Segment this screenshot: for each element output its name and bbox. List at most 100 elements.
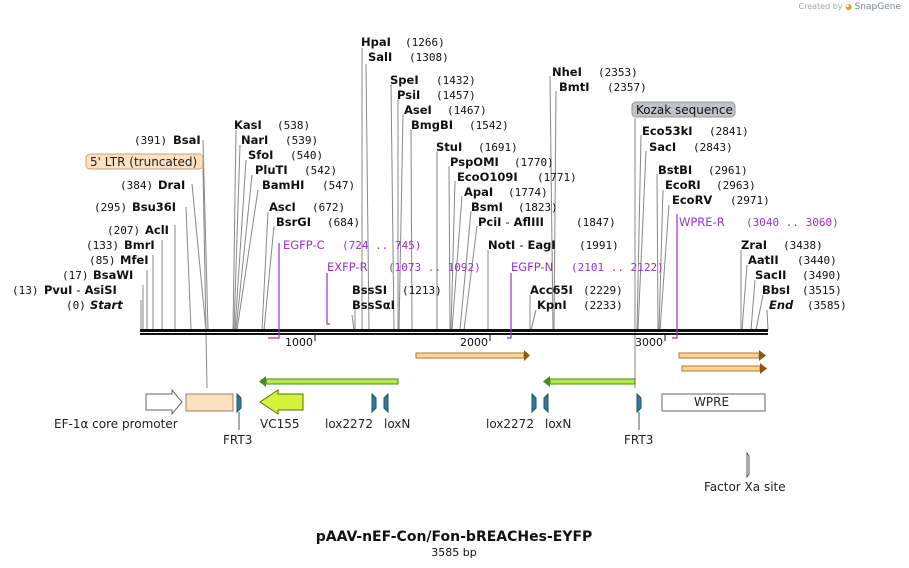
enzyme-pos: (3585)	[807, 299, 847, 312]
enzyme-pos: (207)	[107, 224, 140, 237]
feature-label-lox2272: lox2272	[486, 417, 534, 431]
enzyme-pos: (2843)	[693, 141, 733, 154]
enzyme-pos: (540)	[290, 149, 323, 162]
enzyme-label-eco53ki: Eco53kI	[642, 124, 693, 138]
orange-arrow-right	[415, 350, 530, 361]
enzyme-leader-lines	[140, 48, 769, 389]
enzyme-pos: (2233)	[583, 299, 623, 312]
enzyme-label-bsawi: BsaWI	[93, 268, 133, 282]
wpre-label: WPRE	[694, 395, 729, 409]
vc155-arrow-icon	[259, 389, 304, 415]
wpre-box	[661, 393, 766, 412]
enzyme-label-sali: SalI	[368, 50, 392, 64]
enzyme-pos: (547)	[322, 179, 355, 192]
primer-range: (3040 .. 3060)	[746, 216, 839, 229]
enzyme-label-saci: SacI	[649, 140, 676, 154]
enzyme-pos: (539)	[285, 134, 318, 147]
promoter-arrow-icon	[145, 388, 183, 416]
primer-range: (1073 .. 1092)	[388, 261, 481, 274]
orange-arrow-right	[681, 363, 767, 374]
enzyme-pos: (1691)	[478, 141, 518, 154]
enzyme-label-noti-eagi: NotI - EagI	[488, 238, 556, 252]
enzyme-pos: (2961)	[708, 164, 748, 177]
enzyme-pos: (295)	[94, 201, 127, 214]
enzyme-label-bbsi: BbsI	[762, 283, 790, 297]
enzyme-pos: (684)	[327, 216, 360, 229]
primer-range: (724 .. 745)	[342, 239, 421, 252]
enzyme-pos: (2229)	[583, 284, 623, 297]
enzyme-pos: (1266)	[405, 36, 445, 49]
page-subtitle: 3585 bp	[431, 546, 476, 559]
enzyme-pos: (538)	[277, 119, 310, 132]
enzyme-label-pcii-afliii: PciI - AflIII	[478, 215, 544, 229]
enzyme-label-aatii: AatII	[748, 253, 779, 267]
enzyme-label-pvui-asisi: PvuI - AsiSI	[44, 283, 117, 297]
primer-label-exfp-r: EXFP-R	[327, 260, 368, 274]
feature-label-ef1a: EF-1α core promoter	[54, 417, 178, 431]
enzyme-label-bamhi: BamHI	[262, 178, 304, 192]
orange-arrow-right	[678, 350, 766, 361]
enzyme-label-psii: PsiI	[397, 88, 420, 102]
enzyme-label-bsmi: BsmI	[471, 200, 503, 214]
green-arrow-left	[259, 376, 399, 387]
enzyme-labels: (0) Start (13) PvuI - AsiSI (17) BsaWI (…	[12, 35, 847, 312]
enzyme-label-bmgbi: BmgBI	[411, 118, 453, 132]
enzyme-label-spei: SpeI	[390, 73, 419, 87]
primer-label-egfp-c: EGFP-C	[283, 238, 325, 252]
ruler-tick-2000: 2000	[460, 336, 488, 349]
enzyme-pos: (0)	[66, 299, 86, 312]
enzyme-pos: (2963)	[716, 179, 756, 192]
enzyme-label-nari: NarI	[241, 133, 268, 147]
enzyme-pos: (2353)	[598, 66, 638, 79]
enzyme-label-pluti: PluTI	[255, 163, 288, 177]
boxed-labels: 5' LTR (truncated) Kozak sequence	[85, 101, 736, 170]
page-title: pAAV-nEF-Con/Fon-bREACHes-EYFP	[316, 529, 593, 545]
enzyme-label-ecorv: EcoRV	[672, 193, 712, 207]
frt3-icon	[636, 392, 642, 414]
kozak-label: Kozak sequence	[636, 103, 733, 117]
feature-label-lox2272: lox2272	[325, 417, 373, 431]
factor-xa-icon	[746, 451, 750, 479]
enzyme-label-bmri: BmrI	[124, 238, 155, 252]
green-arrow-left	[543, 376, 636, 387]
enzyme-pos: (1823)	[518, 201, 558, 214]
enzyme-label-bsssai: BssSαI	[352, 298, 395, 312]
backbone	[140, 329, 768, 335]
loxn-icon	[383, 392, 389, 414]
enzyme-label-kasi: KasI	[234, 118, 262, 132]
ruler-tick-1000: 1000	[285, 336, 313, 349]
enzyme-label-start: Start	[90, 298, 123, 312]
enzyme-pos: (1213)	[402, 284, 442, 297]
enzyme-pos: (1432)	[436, 74, 476, 87]
enzyme-pos: (391)	[134, 134, 167, 147]
enzyme-pos: (85)	[89, 254, 116, 267]
enzyme-pos: (1991)	[579, 239, 619, 252]
primer-label-egfp-n: EGFP-N	[511, 260, 553, 274]
enzyme-pos: (2357)	[607, 81, 647, 94]
ltr-label: 5' LTR (truncated)	[90, 155, 197, 169]
enzyme-pos: (1542)	[469, 119, 509, 132]
enzyme-pos: (1771)	[537, 171, 577, 184]
enzyme-label-ecoo109i: EcoO109I	[457, 170, 518, 184]
enzyme-label-drai: DraI	[158, 178, 185, 192]
enzyme-label-mfei: MfeI	[120, 253, 149, 267]
enzyme-pos: (1457)	[436, 89, 476, 102]
enzyme-label-stui: StuI	[436, 140, 462, 154]
feature-label-frt3: FRT3	[223, 433, 252, 447]
enzyme-label-zrai: ZraI	[741, 238, 767, 252]
frt3-icon	[236, 392, 242, 414]
enzyme-pos: (2971)	[730, 194, 770, 207]
enzyme-pos: (17)	[62, 269, 89, 282]
enzyme-label-apai: ApaI	[464, 185, 493, 199]
enzyme-pos: (3515)	[802, 284, 842, 297]
enzyme-label-kpni: KpnI	[537, 298, 567, 312]
enzyme-label-end: End	[769, 298, 794, 312]
enzyme-label-bsssi: BssSI	[352, 283, 387, 297]
enzyme-pos: (3438)	[783, 239, 823, 252]
ruler-tick-3000: 3000	[635, 336, 663, 349]
lox2272-icon	[531, 392, 537, 414]
enzyme-label-nhei: NheI	[552, 65, 582, 79]
enzyme-pos: (1308)	[409, 51, 449, 64]
credit-prefix: Created by	[798, 2, 843, 11]
